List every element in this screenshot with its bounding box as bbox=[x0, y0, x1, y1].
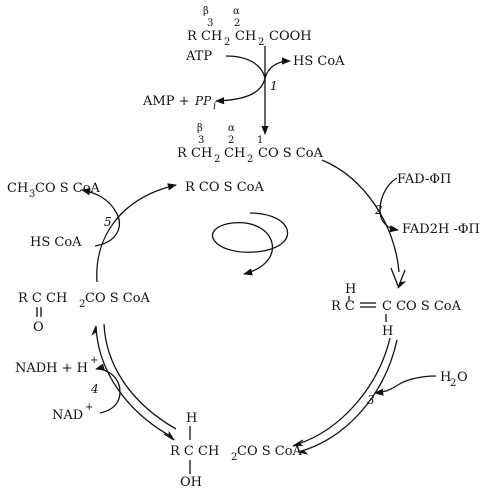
step-2-number: 2 bbox=[374, 203, 383, 217]
nadh-sup: + bbox=[90, 355, 98, 366]
hydroxy-rest: CO S CoA bbox=[237, 444, 303, 459]
acyl-coa: β α 3 2 1 R CH 2 CH 2 CO S CoA bbox=[177, 123, 324, 165]
dehydrogenation-step: FAD-ΦΠ FAD2H -ΦΠ 2 bbox=[374, 172, 480, 237]
dehydrogenation-arc-inner bbox=[390, 267, 399, 287]
acetyl-sub: 3 bbox=[29, 189, 35, 200]
fad-label: FAD-ΦΠ bbox=[397, 172, 451, 187]
methylene-beta: CH bbox=[191, 146, 212, 161]
carbonyl-oxygen: O bbox=[33, 320, 44, 335]
shortened-label: R CO S CoA bbox=[185, 180, 264, 195]
pyrophosphate-label: PP bbox=[194, 94, 212, 108]
carbon-1-marker: 1 bbox=[257, 135, 263, 146]
spiral-repeat-arrow bbox=[211, 212, 289, 276]
keto-main: R C CH bbox=[18, 291, 67, 306]
hydroxy-sub: 2 bbox=[231, 452, 237, 463]
carboxyl-group: COOH bbox=[269, 29, 312, 44]
shortened-acyl-coa: R CO S CoA bbox=[185, 180, 289, 276]
hydroxyacyl-coa: H R C CH 2 CO S CoA OH bbox=[170, 411, 303, 488]
carbon-3-marker: 3 bbox=[207, 18, 213, 29]
r-group: R bbox=[177, 146, 188, 161]
thiolysis-arc bbox=[96, 183, 177, 283]
step-1-number: 1 bbox=[270, 79, 278, 93]
acetyl-output-curve bbox=[81, 188, 117, 213]
beta-hydrogen-bottom: H bbox=[382, 324, 393, 339]
step-5-number: 5 bbox=[104, 215, 112, 229]
methylene-alpha: CH bbox=[224, 146, 245, 161]
alpha-marker: α bbox=[228, 123, 235, 134]
atp-input-curve bbox=[225, 55, 266, 79]
fadh-output-curve bbox=[379, 209, 399, 233]
fadh-label: FAD2H -ΦΠ bbox=[402, 222, 480, 237]
hscoa-output-curve bbox=[264, 57, 291, 79]
water-entry-arrow bbox=[374, 384, 399, 396]
oxidation-step: NADH + H + NAD + 4 bbox=[15, 355, 121, 423]
methylene-alpha: CH bbox=[235, 29, 256, 44]
carbon-2-marker: 2 bbox=[228, 135, 234, 146]
carbon-2-marker: 2 bbox=[234, 18, 240, 29]
nad-label: NAD bbox=[52, 408, 83, 423]
thioester-group: CO S CoA bbox=[258, 146, 324, 161]
hydroxy-hydrogen: H bbox=[186, 411, 197, 426]
thiolysis-step: CH 3 CO S CoA HS CoA 5 bbox=[7, 181, 120, 250]
hydroxy-main: R C CH bbox=[170, 444, 219, 459]
beta-marker: β bbox=[197, 123, 203, 134]
atp-label: ATP bbox=[185, 49, 212, 64]
methylene-alpha-sub: 2 bbox=[247, 154, 253, 165]
enoyl-r-carbon: R C bbox=[331, 299, 355, 314]
beta-marker: β bbox=[203, 6, 209, 17]
dehydrogenation-arc bbox=[321, 159, 400, 273]
enoyl-chain: C CO S CoA bbox=[382, 299, 462, 314]
hydration-arc-inner bbox=[297, 337, 391, 445]
step-3-number: 3 bbox=[367, 393, 375, 407]
nad-curve bbox=[99, 391, 121, 414]
fad-input-curve bbox=[379, 177, 398, 211]
r-group: R bbox=[187, 29, 198, 44]
amp-label: AMP + bbox=[142, 94, 189, 109]
methylene-beta: CH bbox=[201, 29, 222, 44]
alpha-marker: α bbox=[233, 6, 240, 17]
spiral-cycle bbox=[91, 159, 407, 455]
nadh-label: NADH + H bbox=[15, 361, 88, 376]
methylene-alpha-sub: 2 bbox=[258, 37, 264, 48]
water-h-label: H bbox=[440, 370, 451, 385]
oxidation-arc-inner bbox=[103, 323, 177, 430]
nadh-arrow-head bbox=[95, 363, 105, 371]
hydration-reverse-head bbox=[292, 439, 304, 447]
step-4-number: 4 bbox=[90, 382, 99, 396]
keto-sub: 2 bbox=[79, 299, 85, 310]
oxidation-reverse-head bbox=[163, 430, 175, 441]
activation-step: ATP HS CoA AMP + PP i 1 bbox=[142, 46, 345, 135]
hydroxyl-group: OH bbox=[180, 475, 202, 488]
oxidation-arc-outer bbox=[91, 324, 171, 437]
carbon-3-marker: 3 bbox=[198, 135, 204, 146]
water-o-label: O bbox=[457, 370, 468, 385]
hscoa-label: HS CoA bbox=[30, 235, 82, 250]
acetyl-ch-label: CH bbox=[7, 181, 28, 196]
methylene-beta-sub: 2 bbox=[224, 37, 230, 48]
hydration-arc-outer bbox=[296, 339, 398, 455]
fatty-acid: β α 3 2 R CH 2 CH 2 COOH bbox=[187, 6, 312, 48]
hydration-step: H 2 O 3 bbox=[367, 370, 468, 407]
amp-output-curve bbox=[215, 77, 266, 105]
water-sub: 2 bbox=[450, 378, 456, 389]
alpha-hydrogen-top: H bbox=[345, 282, 356, 297]
hscoa-input-curve bbox=[94, 211, 120, 247]
enoyl-coa: H R C C CO S CoA H bbox=[331, 282, 462, 339]
hscoa-label: HS CoA bbox=[293, 54, 345, 69]
water-input-curve bbox=[397, 375, 437, 386]
dehydrogenation-forward-head bbox=[397, 269, 407, 289]
keto-rest: CO S CoA bbox=[85, 291, 151, 306]
pyrophosphate-sub: i bbox=[213, 101, 216, 112]
ketoacyl-coa: R C CH 2 CO S CoA O bbox=[18, 291, 151, 335]
nad-sup: + bbox=[85, 402, 93, 413]
acetyl-rest: CO S CoA bbox=[35, 181, 101, 196]
methylene-beta-sub: 2 bbox=[214, 154, 220, 165]
